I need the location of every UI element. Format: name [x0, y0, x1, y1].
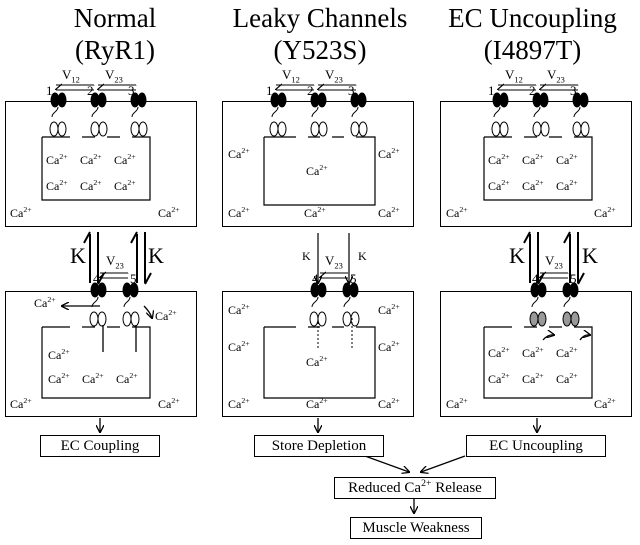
state-5-uncoupling: 5 — [570, 271, 577, 286]
k-label-leaky-left: K — [302, 249, 311, 263]
v12-label-uncoupling: V12 — [505, 67, 523, 85]
k-label-uncoupling-left: K — [509, 243, 525, 268]
title-leaky: Leaky Channels(Y523S) — [232, 3, 408, 65]
ca-label: Ca2+ — [34, 295, 56, 310]
v23-label-normal: V23 — [105, 67, 123, 85]
state-1-uncoupling: 1 — [488, 83, 495, 98]
ca-label: Ca2+ — [114, 178, 136, 193]
state-3-normal: 3 — [128, 83, 135, 98]
ca-label: Ca2+ — [488, 178, 510, 193]
v23-label-leaky-mid: V23 — [325, 253, 343, 271]
outcome-ec-coupling: EC Coupling — [40, 435, 160, 457]
state-4-uncoupling: 4 — [532, 271, 539, 286]
v23-label-normal-mid: V23 — [106, 253, 124, 271]
k-label-normal-right: K — [148, 243, 164, 268]
ca-label: Ca2+ — [48, 347, 70, 362]
k-label-normal-left: K — [70, 243, 86, 268]
state-3-uncoupling: 3 — [570, 83, 577, 98]
channels-uncoupling-top — [491, 92, 590, 137]
state-1-normal: 1 — [46, 83, 53, 98]
outcome-ec-uncoupling: EC Uncoupling — [466, 435, 606, 457]
ca-label: Ca2+ — [82, 371, 104, 386]
ca-label: Ca2+ — [488, 345, 510, 360]
ca-label: Ca2+ — [10, 205, 32, 220]
ca-label: Ca2+ — [10, 396, 32, 411]
ca-label: Ca2+ — [594, 396, 616, 411]
channels-uncoupling-bottom — [529, 282, 580, 327]
ca-label: Ca2+ — [306, 163, 328, 178]
ca-label: Ca2+ — [306, 396, 328, 411]
ca-label: Ca2+ — [114, 152, 136, 167]
channels-normal-bottom — [89, 282, 140, 327]
leak-dashed-lines — [317, 318, 353, 350]
bottom-transition-arrows — [100, 273, 568, 279]
k-label-leaky-right: K — [358, 249, 367, 263]
title-normal: Normal(RyR1) — [73, 3, 157, 65]
channels-leaky-top — [269, 92, 368, 137]
ca-label: Ca2+ — [378, 146, 400, 161]
ca-label: Ca2+ — [556, 152, 578, 167]
state-4-leaky: 4 — [312, 271, 319, 286]
ca-label: Ca2+ — [228, 146, 250, 161]
state-5-normal: 5 — [130, 271, 137, 286]
state-5-leaky: 5 — [350, 271, 357, 286]
v23-label-uncoupling: V23 — [547, 67, 565, 85]
ca-label: Ca2+ — [446, 396, 468, 411]
state-4-normal: 4 — [93, 271, 100, 286]
sr-boxes — [41, 136, 593, 399]
ca-label: Ca2+ — [556, 178, 578, 193]
ca-label: Ca2+ — [46, 152, 68, 167]
state-2-leaky: 2 — [307, 83, 314, 98]
ca-label: Ca2+ — [48, 371, 70, 386]
outcome-muscle-weakness: Muscle Weakness — [350, 517, 482, 539]
outcome-store-depletion: Store Depletion — [254, 435, 384, 457]
state-2-uncoupling: 2 — [529, 83, 536, 98]
state-3-leaky: 3 — [348, 83, 355, 98]
ca-label: Ca2+ — [556, 371, 578, 386]
ca-label: Ca2+ — [228, 302, 250, 317]
ca-label: Ca2+ — [46, 178, 68, 193]
ca-label: Ca2+ — [228, 396, 250, 411]
ca-label: Ca2+ — [594, 205, 616, 220]
ca-label: Ca2+ — [228, 339, 250, 354]
v12-label-leaky: V12 — [282, 67, 300, 85]
ca-label: Ca2+ — [522, 152, 544, 167]
ca-label: Ca2+ — [378, 396, 400, 411]
ca-label: Ca2+ — [522, 371, 544, 386]
ca-label: Ca2+ — [306, 354, 328, 369]
k-arrows — [83, 231, 585, 285]
ca-label: Ca2+ — [522, 178, 544, 193]
v12-label-normal: V12 — [62, 67, 80, 85]
ca-label: Ca2+ — [80, 152, 102, 167]
ca-label: Ca2+ — [158, 396, 180, 411]
ca-label: Ca2+ — [378, 339, 400, 354]
ca-label: Ca2+ — [488, 152, 510, 167]
ca-label: Ca2+ — [378, 302, 400, 317]
ca-label: Ca2+ — [556, 345, 578, 360]
state-2-normal: 2 — [87, 83, 94, 98]
channels-normal-top — [49, 92, 148, 137]
top-transition-arrows — [56, 85, 578, 91]
ca-label: Ca2+ — [228, 205, 250, 220]
outcome-reduced-release: Reduced Ca2+ Release — [334, 477, 496, 499]
release-arrows — [62, 306, 590, 352]
ca-label: Ca2+ — [304, 205, 326, 220]
ca-label: Ca2+ — [488, 371, 510, 386]
state-1-leaky: 1 — [266, 83, 273, 98]
channels-leaky-bottom — [309, 282, 360, 327]
v23-label-leaky: V23 — [325, 67, 343, 85]
title-uncoupling: EC Uncoupling(I4897T) — [448, 3, 617, 65]
ca-label: Ca2+ — [522, 345, 544, 360]
k-label-uncoupling-right: K — [582, 243, 598, 268]
ca-label: Ca2+ — [158, 205, 180, 220]
ca-label: Ca2+ — [155, 308, 177, 323]
v23-label-uncoupling-mid: V23 — [545, 253, 563, 271]
ca-label: Ca2+ — [116, 371, 138, 386]
flow-arrows — [100, 418, 537, 513]
ca-label: Ca2+ — [80, 178, 102, 193]
ca-label: Ca2+ — [446, 205, 468, 220]
ca-label: Ca2+ — [378, 205, 400, 220]
